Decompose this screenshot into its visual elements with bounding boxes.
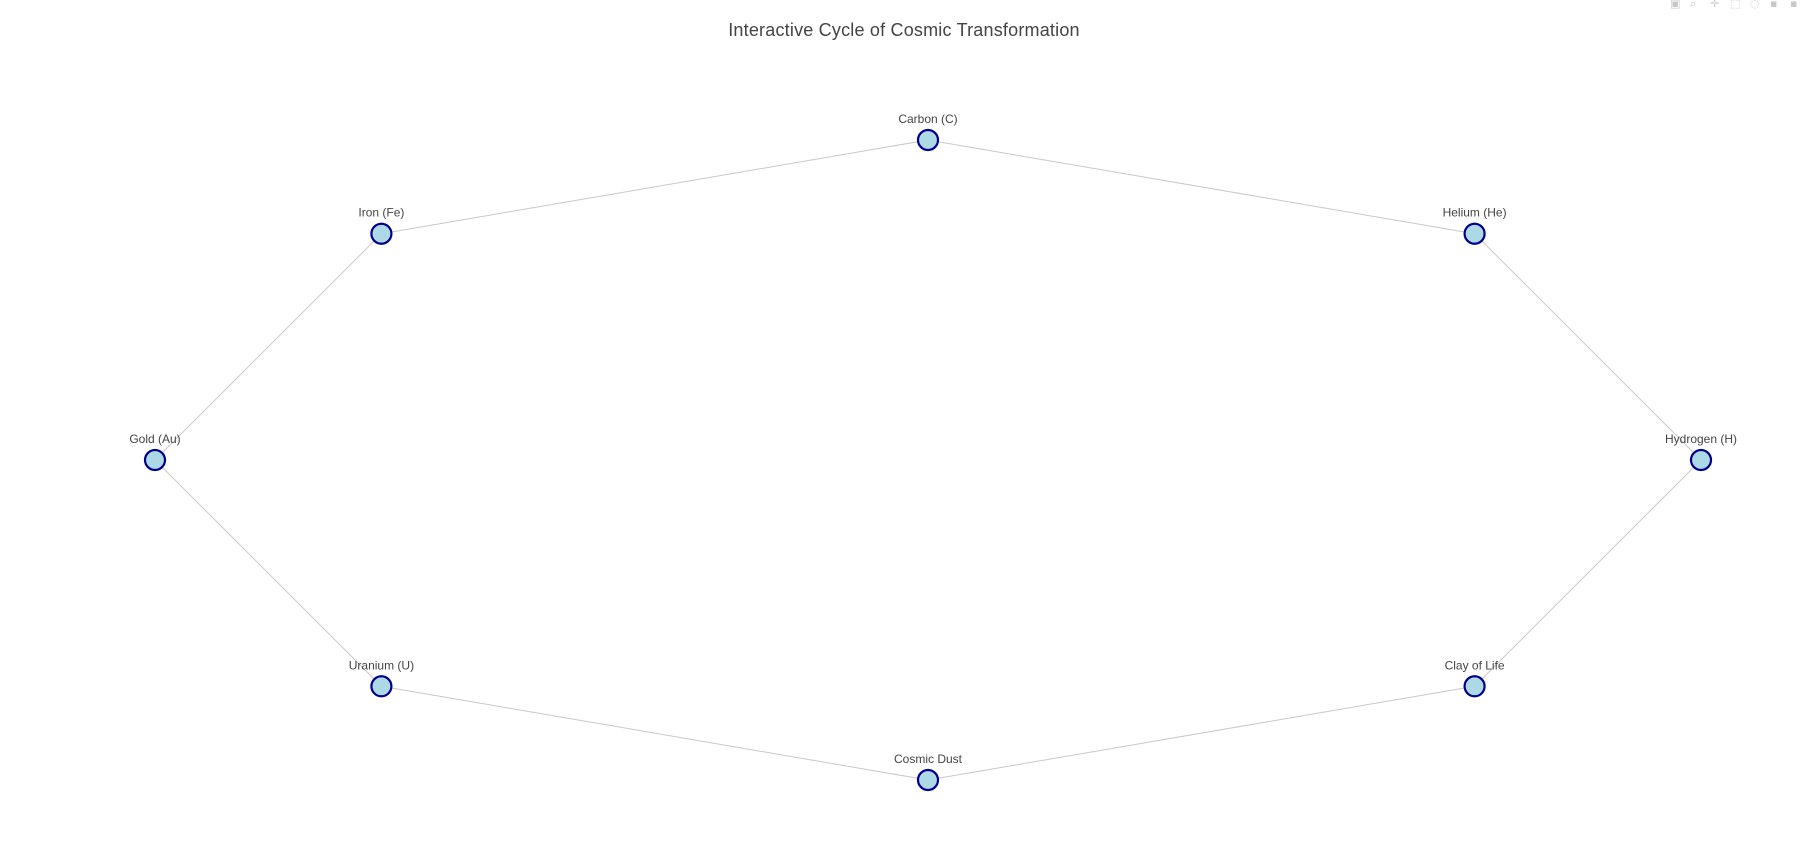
node-cosmic-dust[interactable]: Cosmic Dust: [894, 752, 963, 792]
node-iron[interactable]: Iron (Fe): [358, 206, 404, 245]
node-label: Gold (Au): [129, 432, 180, 446]
node-carbon[interactable]: Carbon (C): [898, 112, 958, 152]
node-gold[interactable]: Gold (Au): [129, 432, 181, 472]
edge-cosmic-dust-clay-of-life: [927, 685, 1475, 781]
edge-clay-of-life-hydrogen: [1474, 459, 1702, 687]
node-label: Iron (Fe): [358, 206, 404, 220]
node-label: Helium (He): [1443, 206, 1507, 220]
camera-icon[interactable]: ▣: [1670, 0, 1681, 10]
edge-hydrogen-helium: [1474, 233, 1702, 461]
node-marker[interactable]: [370, 222, 393, 245]
node-helium[interactable]: Helium (He): [1443, 206, 1507, 245]
edges-layer: [154, 139, 1702, 781]
page-title: Interactive Cycle of Cosmic Transformati…: [728, 20, 1080, 40]
edge-carbon-iron: [381, 139, 929, 235]
node-label: Clay of Life: [1445, 658, 1505, 672]
node-label: Uranium (U): [349, 658, 414, 672]
node-marker[interactable]: [1689, 448, 1713, 472]
edge-gold-uranium: [154, 459, 382, 687]
node-hydrogen[interactable]: Hydrogen (H): [1665, 432, 1737, 472]
lasso-icon[interactable]: ◌: [1750, 0, 1760, 10]
node-label: Carbon (C): [898, 112, 957, 126]
modebar: ▣ ⌕ ✛ ⬚ ◌ ▪ ▪: [1666, 0, 1808, 10]
node-marker[interactable]: [916, 768, 940, 792]
node-marker[interactable]: [143, 448, 167, 472]
edge-helium-carbon: [927, 139, 1475, 235]
node-label: Cosmic Dust: [894, 752, 963, 766]
node-marker[interactable]: [916, 128, 940, 152]
box-select-icon[interactable]: ⬚: [1730, 0, 1741, 10]
zoom-out-icon[interactable]: ▪: [1790, 0, 1798, 10]
pan-icon[interactable]: ✛: [1710, 0, 1720, 10]
nodes-layer: Hydrogen (H) Helium (He) Carbon (C) Iron (F…: [129, 112, 1737, 792]
zoom-in-icon[interactable]: ▪: [1770, 0, 1778, 10]
node-marker[interactable]: [1463, 675, 1486, 698]
node-marker[interactable]: [370, 675, 393, 698]
edge-iron-gold: [154, 233, 382, 461]
zoom-icon[interactable]: ⌕: [1690, 0, 1697, 10]
node-uranium[interactable]: Uranium (U): [349, 658, 414, 698]
node-marker[interactable]: [1463, 222, 1486, 245]
node-label: Hydrogen (H): [1665, 432, 1737, 446]
edge-uranium-cosmic-dust: [381, 685, 929, 781]
node-clay-of-life[interactable]: Clay of Life: [1445, 658, 1505, 698]
